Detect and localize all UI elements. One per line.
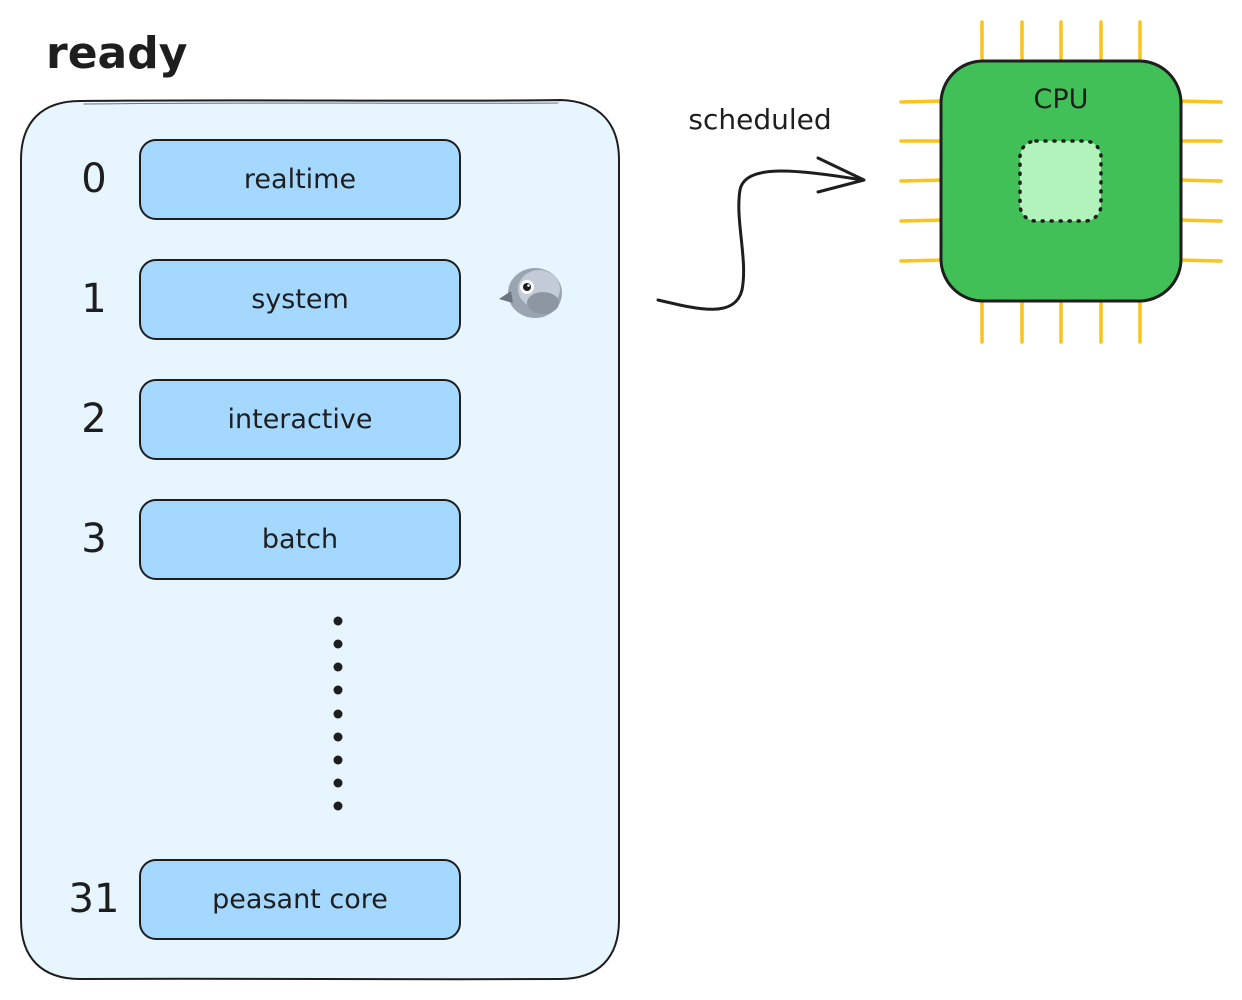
priority-label: 3: [81, 516, 106, 562]
queue-box: [139, 139, 461, 220]
cpu-pins: [899, 20, 1223, 344]
bird-icon: [499, 268, 562, 318]
priority-label: 1: [81, 276, 106, 322]
priority-label: 31: [69, 876, 120, 922]
queue-row-1: 1 system: [81, 259, 461, 340]
queue-label: batch: [262, 524, 338, 555]
priority-label: 2: [81, 396, 106, 442]
queue-label: realtime: [244, 164, 356, 195]
queue-box: [139, 259, 461, 340]
queue-row-0: 0 realtime: [81, 139, 461, 220]
priority-label: 0: [81, 156, 106, 202]
vertical-dots: [333, 616, 343, 811]
queue-label: system: [251, 284, 349, 315]
queue-label: interactive: [228, 404, 373, 435]
queue-row-2: 2 interactive: [81, 379, 461, 460]
cpu-chip: CPU: [899, 20, 1223, 344]
queue-box: [139, 499, 461, 580]
scheduled-arrow: [656, 156, 866, 311]
cpu-core: [1018, 139, 1103, 223]
cpu-label: CPU: [1034, 84, 1089, 115]
queue-row-31: 31 peasant core: [69, 859, 461, 940]
queue-row-3: 3 batch: [81, 499, 461, 580]
queue-box: [139, 859, 461, 940]
scheduled-label: scheduled: [688, 103, 831, 136]
queue-box: [139, 379, 461, 460]
queue-label: peasant core: [212, 884, 388, 915]
ready-title: ready: [46, 28, 187, 79]
